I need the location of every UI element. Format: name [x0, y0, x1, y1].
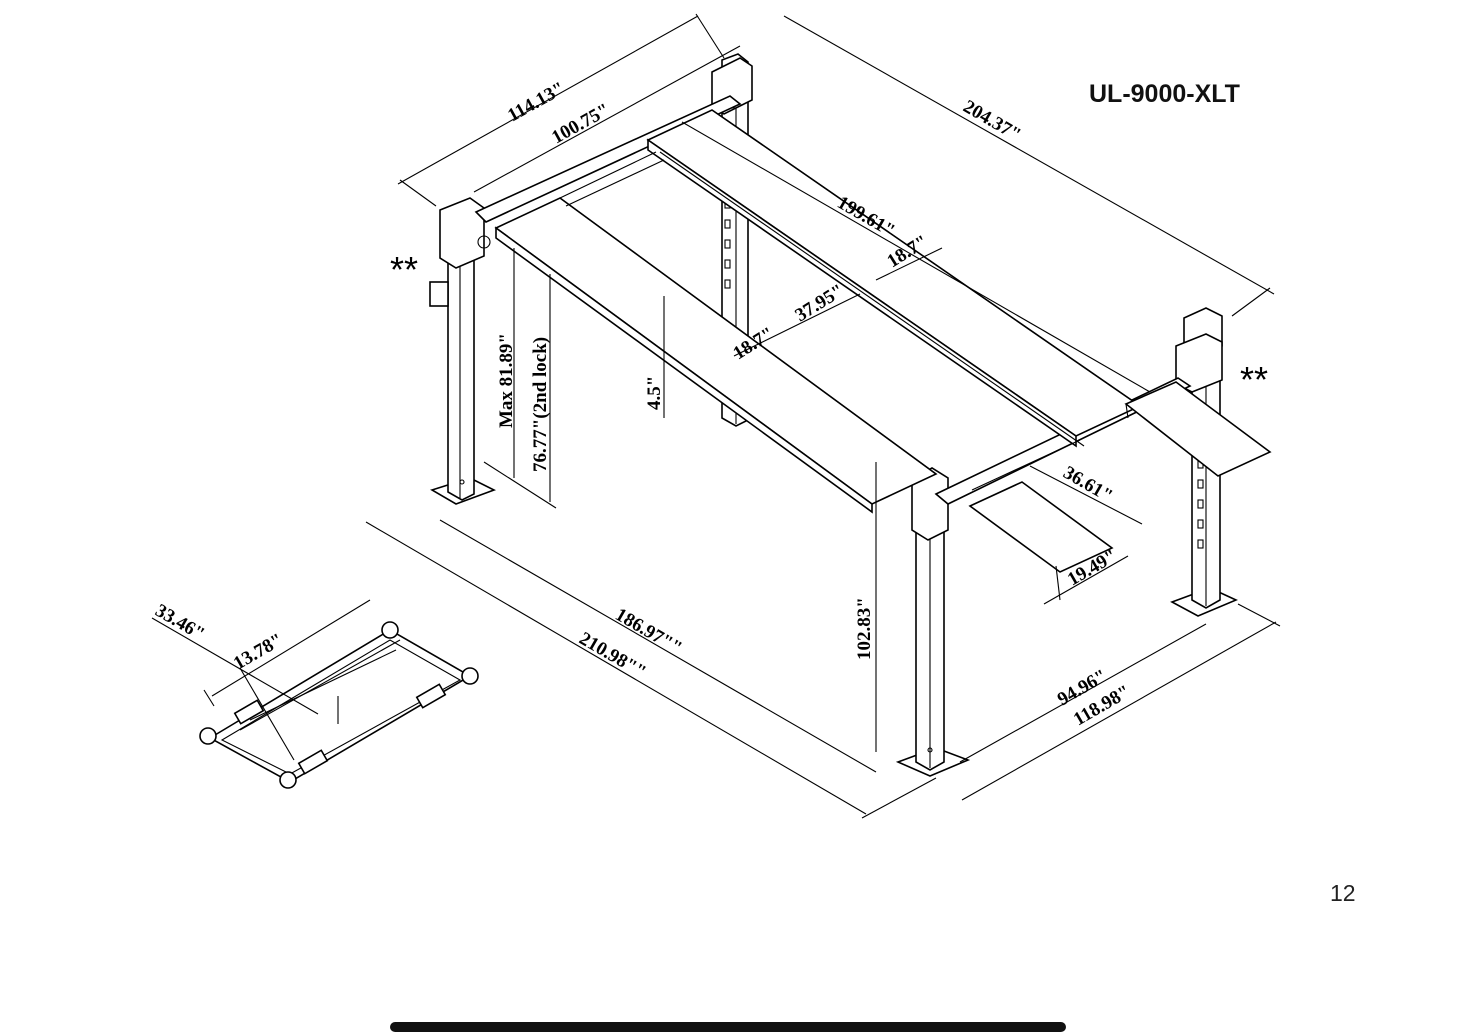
post-front-left — [429, 197, 497, 505]
dim-jack-length: 33.46" — [152, 600, 209, 645]
model-name: UL-9000-XLT — [1089, 80, 1240, 108]
dim-runway-gap: 37.95" — [792, 280, 848, 326]
ramp-right-front — [1124, 381, 1272, 477]
dim-inner-width: 100.75" — [548, 100, 613, 149]
dim-max-height: Max 81.89" — [496, 333, 517, 428]
runway-left — [494, 197, 938, 514]
runway-inner-frame — [559, 151, 1081, 491]
home-indicator-bar[interactable] — [390, 1022, 1066, 1032]
page-number: 12 — [1330, 880, 1356, 906]
dim-lock-height: 76.77"(2nd lock) — [530, 337, 551, 472]
marker-left: ** — [390, 249, 418, 290]
dimension-lines — [365, 13, 1281, 819]
ramp-right-rear — [968, 481, 1114, 573]
jack-tray — [151, 599, 479, 789]
dim-runway-depth: 4.5" — [644, 376, 665, 410]
marker-right: ** — [1240, 359, 1268, 400]
dim-post-height: 102.83" — [854, 597, 875, 660]
dim-overall-width: 114.13" — [504, 78, 568, 126]
post-front-right — [895, 467, 971, 777]
dim-ramp-length: 36.61" — [1060, 462, 1117, 507]
